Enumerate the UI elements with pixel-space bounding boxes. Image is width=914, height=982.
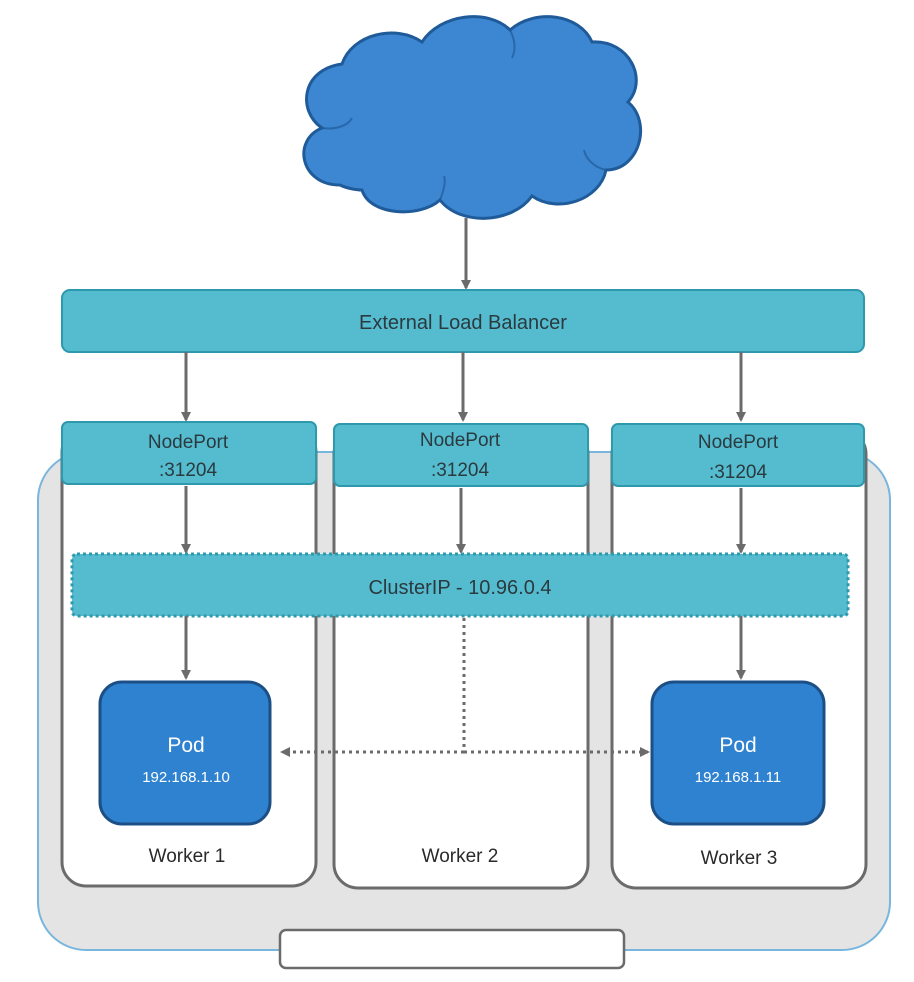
nodeport-box-3: NodePort :31204 [611,423,865,487]
clusterip-label: ClusterIP - 10.96.0.4 [368,577,551,599]
pod-1: Pod 192.168.1.10 [98,680,272,826]
nodeport-box-1: NodePort :31204 [61,421,317,485]
pod-2: Pod 192.168.1.11 [650,680,826,826]
pod-2-ip: 192.168.1.11 [695,769,781,786]
pod-2-title: Pod [719,734,756,757]
worker-3-label: Worker 3 [701,848,778,869]
nodeport-2-title: NodePort [420,430,501,451]
nodeport-3-port: :31204 [709,462,768,483]
pod-1-ip: 192.168.1.10 [142,769,230,786]
pod-1-title: Pod [167,734,204,757]
nodeport-3-title: NodePort [698,432,779,453]
worker-1-label: Worker 1 [149,846,226,867]
load-balancer-label: External Load Balancer [359,312,567,334]
cluster-bottom-box [278,928,626,970]
clusterip-box [70,552,850,618]
internet-cloud-icon [302,15,643,220]
nodeport-1-port: :31204 [159,460,218,481]
nodeport-box-2: NodePort :31204 [333,423,589,487]
nodeport-2-port: :31204 [431,460,490,481]
nodeport-1-title: NodePort [148,432,229,453]
worker-2-label: Worker 2 [422,846,499,867]
